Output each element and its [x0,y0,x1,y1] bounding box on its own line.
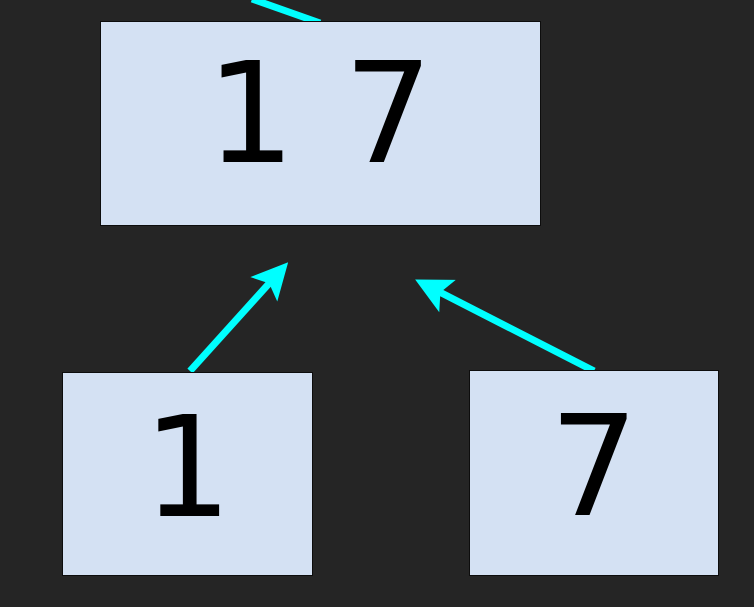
edge-left-to-root [187,262,289,374]
node-root-label: 1 7 [206,32,435,196]
node-right[interactable]: 7 [469,370,719,576]
node-left[interactable]: 1 [62,372,313,576]
node-root[interactable]: 1 7 [100,21,541,226]
edge-root-to-offscreen [250,0,322,27]
node-left-label: 1 [142,387,233,550]
node-right-label: 7 [549,386,639,549]
edge-right-to-root [415,279,596,375]
